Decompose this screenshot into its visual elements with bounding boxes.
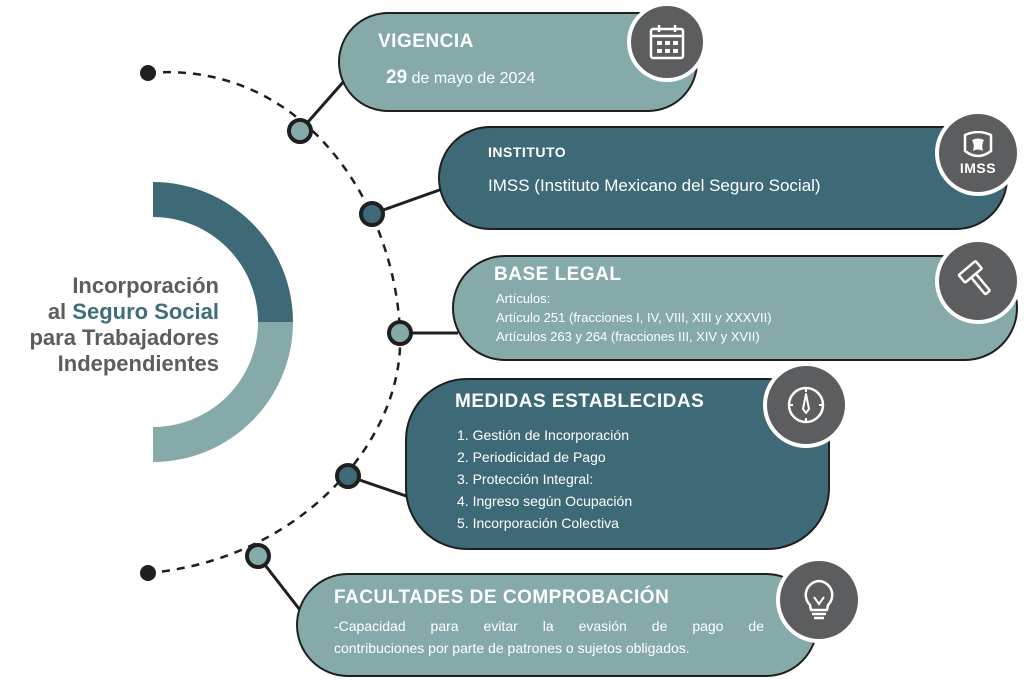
arc-end-dot-top bbox=[140, 65, 156, 81]
card-base-legal: BASE LEGAL Artículos: Artículo 251 (frac… bbox=[452, 255, 1018, 361]
card-vigencia-title: VIGENCIA bbox=[378, 31, 474, 52]
card-medidas-item: 1. Gestión de Incorporación bbox=[457, 427, 629, 443]
gavel-icon bbox=[935, 238, 1021, 324]
card-vigencia-date: 29 de mayo de 2024 bbox=[386, 67, 535, 89]
node-instituto bbox=[359, 201, 385, 227]
main-title-line2-prefix: al bbox=[47, 299, 73, 324]
card-medidas-item: 2. Periodicidad de Pago bbox=[457, 449, 606, 465]
main-title-line3: para Trabajadores bbox=[29, 325, 219, 350]
card-medidas-list: 1. Gestión de Incorporación 2. Periodici… bbox=[457, 424, 632, 534]
card-medidas: MEDIDAS ESTABLECIDAS 1. Gestión de Incor… bbox=[405, 378, 830, 550]
node-medidas bbox=[335, 463, 361, 489]
gavel-icon-glyph bbox=[957, 260, 991, 296]
donut-top-segment bbox=[153, 182, 293, 322]
card-medidas-item: 5. Incorporación Colectiva bbox=[457, 515, 619, 531]
compass-icon-glyph bbox=[787, 386, 825, 424]
card-base-legal-body: Artículos: Artículo 251 (fracciones I, I… bbox=[496, 289, 772, 346]
card-facultades-line2: contribuciones por parte de patrones o s… bbox=[334, 640, 690, 656]
lightbulb-icon bbox=[776, 557, 862, 643]
main-title: Incorporación al Seguro Social para Trab… bbox=[29, 273, 219, 377]
card-vigencia-date-rest: de mayo de 2024 bbox=[411, 70, 536, 87]
card-base-legal-line: Artículos: bbox=[496, 291, 551, 306]
node-base-legal bbox=[387, 320, 413, 346]
card-facultades: FACULTADES DE COMPROBACIÓN -Capacidad pa… bbox=[296, 573, 818, 677]
card-vigencia-day: 29 bbox=[386, 67, 408, 88]
card-base-legal-line: Artículo 251 (fracciones I, IV, VIII, XI… bbox=[496, 310, 772, 325]
card-base-legal-title: BASE LEGAL bbox=[494, 264, 622, 285]
compass-icon bbox=[763, 362, 849, 448]
card-facultades-line1: -Capacidad para evitar la evasión de pag… bbox=[334, 618, 764, 634]
card-instituto: INSTITUTO IMSS (Instituto Mexicano del S… bbox=[438, 126, 1008, 230]
imss-logo-text: IMSS bbox=[959, 159, 997, 176]
card-facultades-body: -Capacidad para evitar la evasión de pag… bbox=[334, 615, 764, 659]
node-vigencia bbox=[287, 118, 313, 144]
lightbulb-icon-glyph bbox=[804, 579, 834, 620]
imss-eagle-glyph bbox=[963, 130, 993, 157]
main-title-line1: Incorporación bbox=[72, 273, 219, 298]
calendar-icon-glyph bbox=[649, 25, 685, 60]
node-facultades bbox=[245, 543, 271, 569]
card-medidas-item: 4. Ingreso según Ocupación bbox=[457, 493, 633, 509]
imss-logo-icon: IMSS bbox=[935, 110, 1021, 196]
donut-bottom-segment bbox=[153, 322, 293, 462]
calendar-icon bbox=[627, 2, 707, 82]
card-base-legal-line: Artículos 263 y 264 (fracciones III, XIV… bbox=[496, 329, 760, 344]
main-title-highlight: Seguro Social bbox=[72, 299, 219, 324]
card-facultades-title: FACULTADES DE COMPROBACIÓN bbox=[334, 587, 670, 608]
main-title-line2: al Seguro Social bbox=[29, 299, 219, 325]
arc-end-dot-bottom bbox=[140, 565, 156, 581]
card-instituto-title: INSTITUTO bbox=[488, 144, 567, 160]
card-medidas-item: 3. Protección Integral: bbox=[457, 471, 594, 487]
card-medidas-title: MEDIDAS ESTABLECIDAS bbox=[455, 391, 705, 412]
main-title-line4: Independientes bbox=[57, 351, 219, 376]
card-instituto-text: IMSS (Instituto Mexicano del Seguro Soci… bbox=[488, 176, 821, 195]
